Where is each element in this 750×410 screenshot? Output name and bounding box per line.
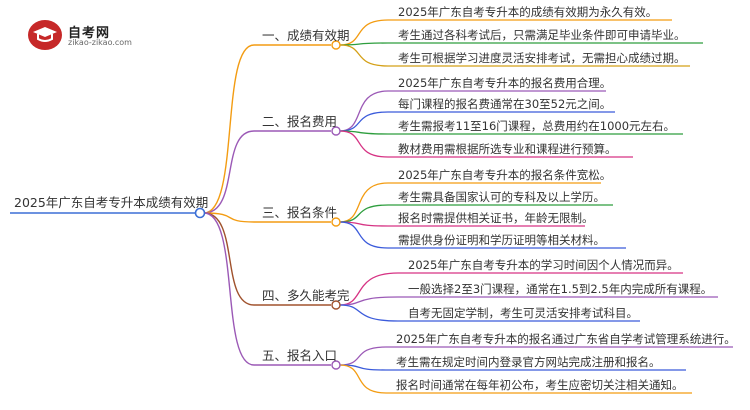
leaf-label-2-4: 教材费用需根据所选专业和课程进行预算。 [398,142,617,156]
leaf-connector-2-4 [339,130,389,158]
branch-label-1: 一、成绩有效期 [262,28,350,43]
leaf-connector-1-3 [339,44,389,67]
graduation-cap-icon [28,20,62,50]
leaf-connector-4-3 [339,304,399,322]
leaf-label-5-2: 考生需在规定时间内登录官方网站完成注册和报名。 [396,355,661,369]
branch-node-2 [331,126,341,136]
leaf-label-3-1: 2025年广东自考专升本的报名条件宽松。 [398,168,612,182]
leaf-connector-5-3 [339,364,387,394]
branch-connector-1 [203,44,255,214]
leaf-label-5-1: 2025年广东自考专升本的报名通过广东省自学考试管理系统进行。 [396,332,736,346]
leaf-connector-5-1 [339,346,387,366]
site-logo: 自考网 zikao-zikao.com [28,20,158,50]
leaf-connector-2-2 [339,111,389,132]
leaf-label-2-1: 2025年广东自考专升本的报名费用合理。 [398,76,612,90]
branch-label-5: 五、报名入口 [262,348,338,363]
branch-node-5 [331,360,341,370]
leaf-connector-3-4 [339,221,389,249]
leaf-connector-4-2 [339,296,399,306]
branch-label-2: 二、报名费用 [262,114,338,129]
root-node [194,207,206,219]
root-node-label: 2025年广东自考专升本成绩有效期 [14,195,209,210]
leaf-connector-4-1 [339,272,399,306]
leaf-label-3-2: 考生需具备国家认可的专科及以上学历。 [398,190,605,204]
branch-connector-4 [203,212,255,306]
logo-title: 自考网 [68,26,111,41]
leaf-connector-3-1 [339,182,389,223]
leaf-label-1-3: 考生可根据学习进度灵活安排考试，无需担心成绩过期。 [398,51,686,65]
branch-label-3: 三、报名条件 [262,205,338,220]
branch-label-4: 四、多久能考完 [262,288,350,303]
leaf-label-2-2: 每门课程的报名费通常在30至52元之间。 [398,97,612,111]
branch-node-3 [331,217,341,227]
leaf-label-5-3: 报名时间通常在每年初公布，考生应密切关注相关通知。 [396,378,684,392]
branch-connector-2 [203,130,255,214]
leaf-label-1-2: 考生通过各科考试后，只需满足毕业条件即可申请毕业。 [398,28,686,42]
logo-subtitle: zikao-zikao.com [68,38,132,47]
leaf-label-4-2: 一般选择2至3门课程，通常在1.5到2.5年内完成所有课程。 [408,282,713,296]
leaf-label-4-3: 自考无固定学制，考生可灵活安排考试科目。 [408,306,638,320]
leaf-label-2-3: 考生需报考11至16门课程，总费用约在1000元左右。 [398,119,676,133]
branch-connector-3 [203,212,255,223]
leaf-label-3-4: 需提供身份证明和学历证明等相关材料。 [398,233,605,247]
leaf-connector-2-1 [339,90,389,132]
leaf-label-3-3: 报名时需提供相关证书，年龄无限制。 [398,211,594,225]
leaf-connector-3-2 [339,204,389,223]
leaf-label-4-1: 2025年广东自考专升本的学习时间因个人情况而异。 [408,258,679,272]
branch-node-4 [331,300,341,310]
branch-connector-5 [203,212,255,366]
branch-node-1 [331,40,341,50]
leaf-label-1-1: 2025年广东自考专升本的成绩有效期为永久有效。 [398,5,658,19]
